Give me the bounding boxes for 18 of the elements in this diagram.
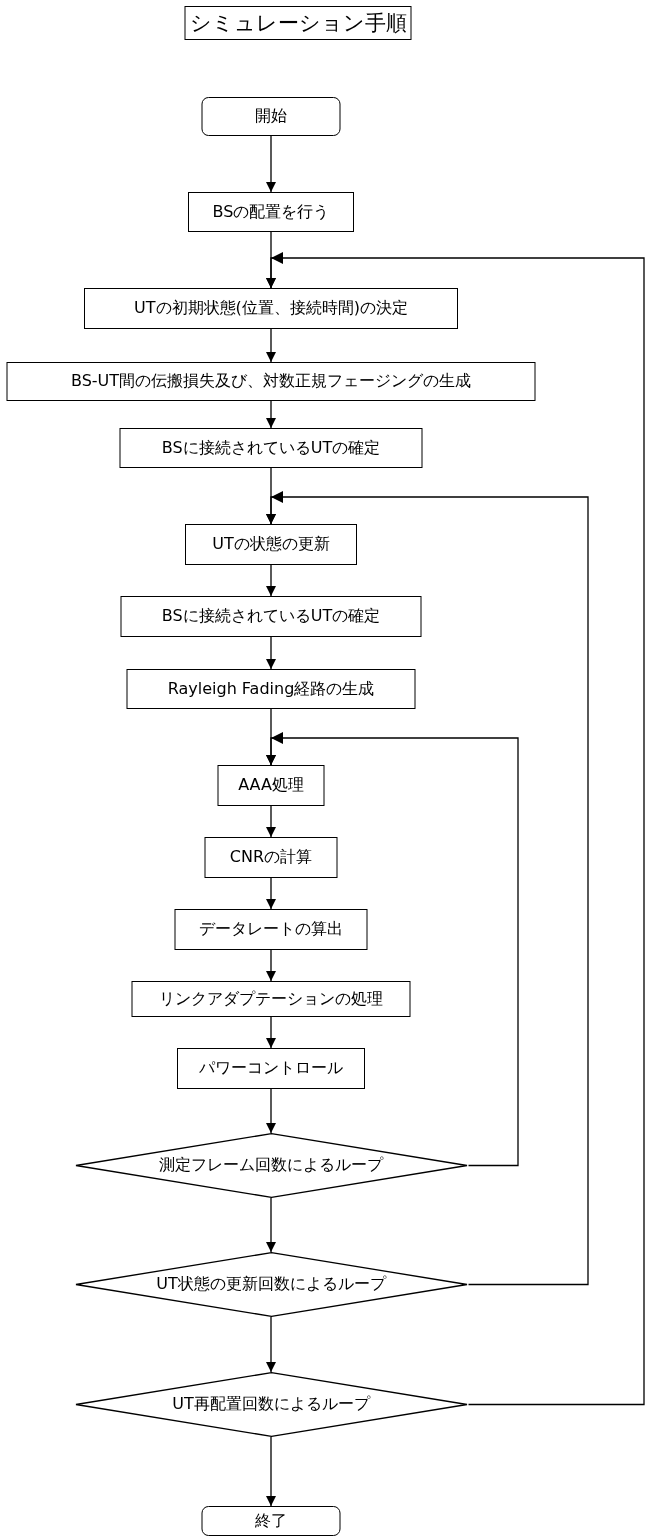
process-box: BSに接続されているUTの確定 <box>120 596 422 637</box>
terminal-box: 開始 <box>201 97 341 136</box>
decision-diamond: 測定フレーム回数によるループ <box>73 1133 469 1198</box>
title: シミュレーション手順 <box>184 6 412 40</box>
process-box: CNRの計算 <box>204 837 338 878</box>
process-box: BSの配置を行う <box>188 192 354 232</box>
process-box: リンクアダプテーションの処理 <box>131 981 411 1017</box>
process-box: データレートの算出 <box>174 909 368 950</box>
process-box: AAA処理 <box>217 765 325 806</box>
decision-diamond: UT状態の更新回数によるループ <box>73 1252 469 1317</box>
process-box: UTの状態の更新 <box>185 524 357 565</box>
decision-diamond: UT再配置回数によるループ <box>73 1372 469 1437</box>
process-box: BSに接続されているUTの確定 <box>119 428 423 468</box>
process-box: Rayleigh Fading経路の生成 <box>126 669 416 709</box>
process-box: BS-UT間の伝搬損失及び、対数正規フェージングの生成 <box>6 362 536 401</box>
terminal-box: 終了 <box>201 1506 341 1536</box>
process-box: パワーコントロール <box>177 1048 365 1089</box>
process-box: UTの初期状態(位置、接続時間)の決定 <box>84 288 458 329</box>
